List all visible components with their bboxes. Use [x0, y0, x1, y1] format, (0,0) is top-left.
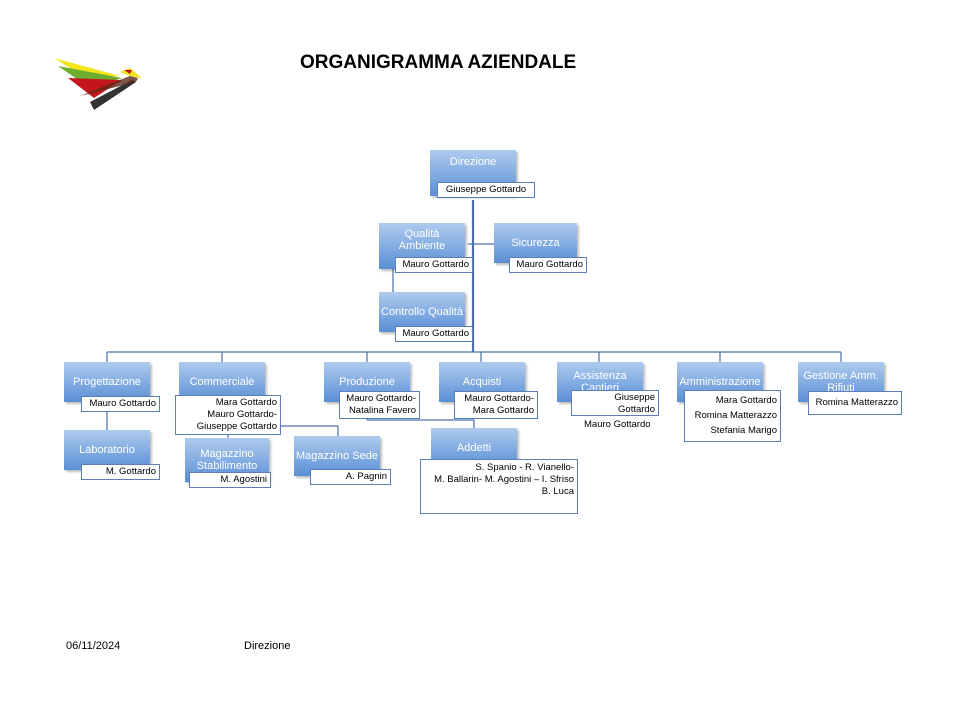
person-amministrazione: Mara Gottardo Romina Matterazzo Stefania…	[684, 390, 781, 442]
person-assistenza: Giuseppe Gottardo	[571, 390, 659, 416]
footer-date: 06/11/2024	[66, 640, 121, 652]
person-line: Stefania Marigo	[710, 425, 777, 436]
person-assistenza-extra: Mauro Gottardo	[584, 419, 651, 430]
person-line: Mara Gottardo	[472, 405, 534, 416]
person-addetti: S. Spanio - R. Vianello- M. Ballarin- M.…	[420, 459, 578, 514]
person-line: M. Ballarin- M. Agostini – I. Sfriso	[434, 474, 574, 485]
unit-label: Magazzino Sede	[296, 450, 378, 462]
person-line: Giuseppe	[614, 392, 655, 403]
unit-progettazione[interactable]: Progettazione	[64, 362, 150, 402]
page-title: ORGANIGRAMMA AZIENDALE	[300, 52, 577, 73]
person-controllo: Mauro Gottardo	[395, 326, 473, 342]
person-line: Natalina Favero	[348, 405, 416, 416]
person-magazzino-sede: A. Pagnin	[310, 469, 391, 485]
unit-label: Progettazione	[73, 376, 141, 388]
unit-label: Acquisti	[462, 376, 502, 388]
person-line: Mauro Gottardo-	[207, 409, 277, 420]
footer-label: Direzione	[244, 640, 291, 652]
company-logo	[54, 58, 142, 110]
person-line: Romina Matterazzo	[694, 410, 777, 421]
person-line: Mara Gottardo	[215, 397, 277, 408]
unit-label: Controllo Qualità	[381, 306, 463, 318]
person-qualita: Mauro Gottardo	[395, 257, 473, 273]
unit-label: Sicurezza	[511, 237, 560, 249]
unit-label: Direzione	[449, 156, 497, 168]
person-line: B. Luca	[541, 486, 574, 497]
unit-label: Commerciale	[189, 376, 255, 388]
unit-laboratorio[interactable]: Laboratorio	[64, 430, 150, 470]
person-magazzino-stabilimento: M. Agostini	[189, 472, 271, 488]
person-laboratorio: M. Gottardo	[81, 464, 160, 480]
unit-label: Produzione	[339, 376, 395, 388]
person-line: Mauro Gottardo-	[464, 393, 534, 404]
person-sicurezza: Mauro Gottardo	[509, 257, 587, 273]
person-line: Giuseppe Gottardo	[196, 421, 277, 432]
person-line: Mara Gottardo	[715, 395, 777, 406]
unit-label: Amministrazione	[679, 376, 761, 388]
person-line: S. Spanio - R. Vianello-	[475, 462, 574, 473]
person-commerciale: Mara Gottardo Mauro Gottardo- Giuseppe G…	[175, 395, 281, 435]
person-direzione: Giuseppe Gottardo	[437, 182, 535, 198]
person-gestione: Romina Matterazzo	[808, 391, 902, 415]
unit-label: Qualità Ambiente	[398, 228, 446, 252]
unit-label: Addetti	[456, 442, 492, 454]
unit-sicurezza[interactable]: Sicurezza	[494, 223, 577, 263]
unit-controllo-qualita[interactable]: Controllo Qualità	[379, 292, 465, 332]
unit-label: Laboratorio	[79, 444, 135, 456]
person-acquisti: Mauro Gottardo- Mara Gottardo	[454, 391, 538, 419]
unit-label: Magazzino Stabilimento	[196, 448, 258, 472]
person-produzione: Mauro Gottardo- Natalina Favero	[339, 391, 420, 419]
person-progettazione: Mauro Gottardo	[81, 396, 160, 412]
person-line: Mauro Gottardo-	[346, 393, 416, 404]
person-line: Gottardo	[618, 404, 655, 415]
